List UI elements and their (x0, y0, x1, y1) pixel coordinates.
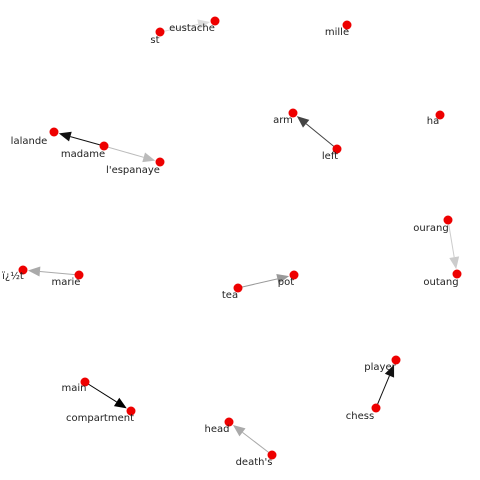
node-label-deaths: death's (236, 457, 273, 468)
node-st (155, 27, 165, 37)
node-pot (289, 270, 299, 280)
node-deaths (267, 450, 277, 460)
node-left (332, 144, 342, 154)
node-arm (288, 108, 298, 118)
node-label-ha: ha (427, 116, 439, 127)
node-label-ifat: ï¿½t (1, 270, 24, 282)
arrowhead-left-to-arm (296, 116, 310, 128)
arrowhead-madame-to-lespanaye (142, 152, 156, 163)
edge-main-to-compartment (84, 381, 117, 403)
node-label-pot: pot (278, 277, 294, 288)
node-player (391, 355, 401, 365)
node-label-madame: madame (61, 149, 105, 160)
node-head (224, 417, 234, 427)
node-tea (233, 283, 243, 293)
arrowhead-ourang-to-outang (449, 256, 460, 270)
edge-tea-to-pot (237, 278, 278, 289)
node-label-left: left (322, 151, 338, 162)
node-label-st: st (150, 35, 159, 46)
edge-ourang-to-outang (447, 219, 455, 258)
node-label-head: head (205, 424, 230, 435)
node-label-outang: outang (423, 277, 458, 288)
node-label-ourang: ourang (413, 223, 448, 234)
arrowhead-tea-to-pot (276, 273, 290, 284)
node-label-eustache: eustache (169, 23, 215, 34)
node-label-player: player (364, 362, 396, 373)
edge-chess-to-player (375, 375, 390, 409)
arrowhead-st-to-eustache (197, 19, 211, 30)
node-ourang (443, 215, 453, 225)
node-label-compartment: compartment (66, 413, 134, 424)
arrowhead-marie-to-ifat (27, 266, 41, 277)
node-label-lespanaye: l'espanaye (106, 165, 160, 176)
node-lalande (49, 127, 59, 137)
node-label-main: main (62, 383, 87, 394)
node-main (80, 377, 90, 387)
node-madame (99, 141, 109, 151)
arrowhead-madame-to-lalande (58, 131, 72, 142)
node-label-chess: chess (346, 411, 374, 422)
node-chess (371, 403, 381, 413)
edge-left-to-arm (305, 123, 338, 150)
arrowhead-main-to-compartment (113, 397, 127, 409)
node-label-tea: tea (222, 290, 238, 301)
edge-marie-to-ifat (39, 271, 80, 276)
node-eustache (210, 16, 220, 26)
node-mille (342, 20, 352, 30)
edge-deaths-to-head (242, 431, 273, 456)
edge-layer (27, 19, 460, 456)
node-label-mille: mille (325, 27, 349, 38)
arrowhead-deaths-to-head (232, 425, 246, 437)
node-layer (18, 16, 462, 460)
node-label-lalande: lalande (11, 136, 48, 147)
node-ha (435, 110, 445, 120)
node-ifat (18, 265, 28, 275)
edge-st-to-eustache (159, 23, 199, 33)
arrowhead-chess-to-player (384, 364, 395, 378)
node-marie (74, 270, 84, 280)
edge-madame-to-lespanaye (103, 145, 144, 158)
node-lespanaye (155, 157, 165, 167)
node-label-arm: arm (273, 115, 293, 126)
node-compartment (126, 406, 136, 416)
edge-madame-to-lalande (70, 136, 105, 147)
node-label-marie: marie (52, 277, 81, 288)
node-outang (452, 269, 462, 279)
